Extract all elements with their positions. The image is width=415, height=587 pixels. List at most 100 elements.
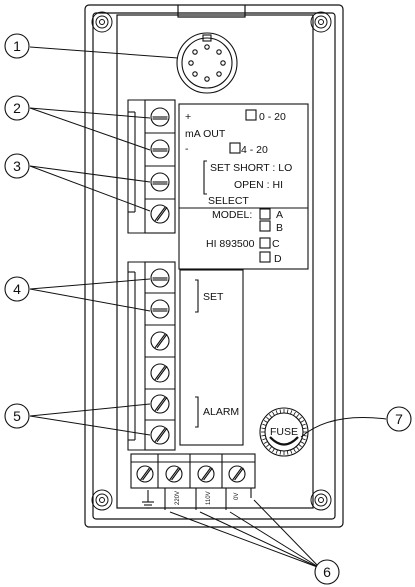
- fuse-knurl-tick: [295, 446, 300, 450]
- callout-6: 6: [323, 564, 331, 580]
- checkbox-4-20: [229, 142, 241, 154]
- callout-2-circle: [4, 95, 30, 121]
- fuse-knurl-tick: [266, 443, 270, 448]
- fuse-label: FUSE: [270, 426, 298, 438]
- fuse-holder: [259, 407, 309, 457]
- checkbox-model-d: [259, 251, 271, 263]
- corner-screw-bottom-right: [310, 489, 332, 511]
- upper-terminal-screw-3: [150, 172, 170, 192]
- ground-icon: [142, 490, 154, 509]
- fuse-knurl-tick: [262, 438, 267, 441]
- callout-5-circle: [4, 403, 30, 429]
- upper-terminal-screw-1: [150, 107, 170, 127]
- lower-terminal-screw-3: [150, 331, 170, 351]
- fuse-knurl-tick: [272, 411, 275, 416]
- fuse-knurl-tick: [290, 410, 293, 415]
- fuse-knurl-tick: [272, 448, 275, 453]
- fuse-knurl-tick: [295, 414, 300, 418]
- callout-3: 3: [13, 158, 21, 174]
- fuse-knurl-tick: [301, 423, 306, 426]
- model-option-b: B: [276, 222, 283, 234]
- fuse-knurl-tick: [298, 443, 302, 448]
- fuse-knurl-tick: [268, 414, 273, 418]
- corner-screw-bottom-left: [91, 489, 113, 511]
- fuse-knurl-tick: [301, 438, 306, 441]
- fuse-knurl-tick: [300, 420, 305, 423]
- fuse-knurl-tick: [261, 434, 266, 437]
- fuse-knurl-tick: [262, 423, 267, 426]
- callout-4: 4: [13, 281, 21, 297]
- model-label: MODEL:: [212, 209, 252, 221]
- housing-inner: [92, 12, 336, 520]
- callout-2: 2: [13, 100, 21, 116]
- select-bracket: [203, 160, 207, 195]
- power-terminal-screw-4: [228, 465, 246, 483]
- lower-terminal-screw-1: [150, 268, 170, 288]
- fuse-knurl-tick: [290, 449, 293, 454]
- model-option-c: C: [272, 238, 280, 250]
- alarm-label: ALARM: [203, 406, 239, 418]
- callout-4-circle: [4, 276, 30, 302]
- fuse-knurl-tick: [266, 416, 270, 421]
- model-number: HI 893500: [206, 238, 255, 250]
- corner-screw-top-left: [91, 11, 113, 33]
- output-ma-out: mA OUT: [185, 128, 226, 140]
- output-label-panel: [178, 103, 309, 270]
- power-label-110v: 110V: [206, 491, 212, 505]
- output-select: SELECT: [208, 195, 249, 207]
- fuse-knurl-tick: [286, 450, 289, 455]
- alarm-label-panel: [179, 269, 244, 446]
- callout-7: 7: [395, 411, 403, 427]
- fuse-knurl-tick: [275, 410, 278, 415]
- model-option-a: A: [276, 209, 283, 221]
- model-option-d: D: [274, 253, 282, 265]
- top-notch: [177, 5, 246, 18]
- fuse-knurl-tick: [261, 427, 266, 430]
- housing-outer: [84, 4, 344, 528]
- set-bracket: [195, 279, 199, 313]
- power-terminal-screw-3: [197, 465, 215, 483]
- fuse-knurl-tick: [293, 411, 296, 416]
- output-range-4-20: 4 - 20: [241, 144, 268, 156]
- output-minus: -: [185, 143, 189, 155]
- output-set-short: SET SHORT : LO: [210, 162, 292, 174]
- fuse-knurl-tick: [302, 427, 307, 430]
- callout-1: 1: [13, 38, 21, 54]
- fuse-knurl-tick: [268, 446, 273, 450]
- lower-terminal-screw-2: [150, 299, 170, 319]
- output-open-hi: OPEN : HI: [234, 179, 283, 191]
- fuse-knurl-tick: [263, 441, 268, 444]
- power-terminal-screw-1: [136, 465, 154, 483]
- power-label-0v: 0V: [234, 493, 240, 500]
- lower-terminal-screw-6: [150, 425, 170, 445]
- upper-terminal-screw-4: [150, 204, 170, 224]
- body-panel: [116, 14, 314, 509]
- checkbox-model-b: [259, 220, 271, 232]
- checkbox-model-a: [259, 208, 271, 220]
- callout-7-circle: [386, 406, 412, 432]
- checkbox-0-20: [245, 109, 257, 121]
- fuse-knurl-tick: [279, 409, 282, 414]
- fuse-knurl-tick: [286, 409, 289, 414]
- output-range-0-20: 0 - 20: [259, 111, 286, 123]
- checkbox-model-c: [259, 237, 271, 249]
- alarm-bracket: [195, 396, 199, 428]
- callout-6-circle: [314, 559, 340, 585]
- callout-3-circle: [4, 153, 30, 179]
- din-connector: [176, 32, 238, 94]
- power-terminal-screw-2: [165, 465, 183, 483]
- fuse-knurl-tick: [300, 441, 305, 444]
- upper-terminal-screw-2: [150, 139, 170, 159]
- fuse-knurl-tick: [298, 416, 302, 421]
- power-label-220v: 220V: [175, 491, 181, 505]
- fuse-knurl-tick: [279, 450, 282, 455]
- corner-screw-top-right: [310, 11, 332, 33]
- upper-terminal-block: [127, 99, 176, 234]
- alarm-set-label: SET: [203, 291, 224, 303]
- power-terminal-block: [130, 453, 256, 510]
- lower-terminal-block: [127, 261, 176, 451]
- fuse-knurl-tick: [293, 448, 296, 453]
- lower-terminal-screw-5: [150, 394, 170, 414]
- callout-1-circle: [4, 33, 30, 59]
